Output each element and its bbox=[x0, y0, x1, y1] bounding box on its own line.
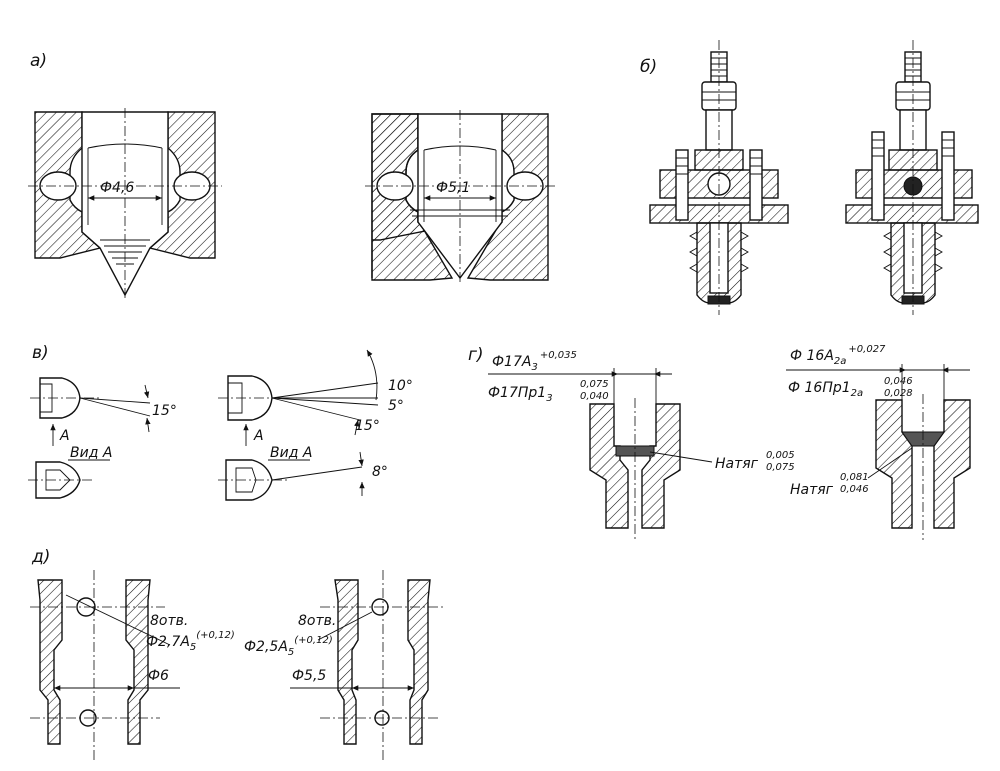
angle-label-right-1: 10° bbox=[388, 378, 413, 394]
fit-spec-right-top: Ф 16А2а+0,027 bbox=[790, 344, 886, 367]
view-angle-label-right: 8° bbox=[372, 464, 388, 480]
spray-tip-left: 15° А Вид А bbox=[28, 377, 177, 499]
fit-label-left: Натяг bbox=[715, 456, 759, 472]
view-label-right: Вид А bbox=[270, 445, 312, 461]
panel-label-g: г) bbox=[468, 345, 484, 365]
panel-d: д) 8отв. Ф2,7А5(+0,12) Ф6 bbox=[30, 547, 445, 760]
fit-interference-right-lower: 0,046 bbox=[840, 484, 869, 495]
injector-assembly-left bbox=[649, 40, 789, 315]
fit-spec-left-second: Ф17Пр13 bbox=[488, 385, 553, 404]
sleeve-section-right: 8отв. Ф2,5А5(+0,12) Ф5,5 bbox=[244, 570, 445, 760]
panel-label-b: б) bbox=[640, 57, 657, 77]
fit-tol-right-lower: 0,028 bbox=[884, 388, 913, 399]
sleeve-section-left: 8отв. Ф2,7А5(+0,12) Ф6 bbox=[30, 570, 235, 760]
fitted-part-right: Натяг 0,081 0,046 bbox=[790, 394, 971, 540]
nozzle-section-left: Ф4,6 bbox=[28, 108, 222, 300]
holes-label-right: 8отв. bbox=[298, 613, 336, 629]
angle-label-right-2: 5° bbox=[388, 398, 404, 414]
fit-interference-left-lower: 0,075 bbox=[766, 462, 795, 473]
bore-dimension-left: Ф6 bbox=[148, 668, 169, 684]
angle-label-left: 15° bbox=[152, 403, 177, 419]
fit-interference-right-upper: 0,081 bbox=[840, 472, 869, 483]
nozzle-section-right: Ф5,1 bbox=[365, 110, 555, 285]
panel-b: б) bbox=[640, 40, 979, 315]
fit-interference-left-upper: 0,005 bbox=[766, 450, 795, 461]
hole-dimension-left: Ф2,7А5(+0,12) bbox=[146, 630, 235, 653]
panel-g: г) Ф17А3+0,035 Ф17Пр13 0,075 0,040 Натяг… bbox=[468, 344, 971, 540]
panel-v: в) 15° А Вид А bbox=[28, 343, 413, 501]
panel-label-d: д) bbox=[31, 547, 50, 567]
holes-label-left: 8отв. bbox=[150, 613, 188, 629]
view-label-left: Вид А bbox=[70, 445, 112, 461]
panel-label-a: а) bbox=[30, 51, 47, 71]
dimension-label-left: Ф4,6 bbox=[100, 180, 134, 196]
panel-a: а) Ф4,6 bbox=[28, 51, 555, 300]
dimension-label-right: Ф5,1 bbox=[436, 180, 470, 196]
hole-dimension-right: Ф2,5А5(+0,12) bbox=[244, 635, 333, 658]
fitted-part-left: Натяг 0,005 0,075 bbox=[589, 398, 795, 540]
angle-label-right-3: 15° bbox=[355, 418, 380, 434]
fit-tol-left-upper: 0,075 bbox=[580, 379, 609, 390]
fit-tol-right-upper: 0,046 bbox=[884, 376, 913, 387]
spray-tip-right: 10° 5° 15° А Вид А 8° bbox=[218, 349, 413, 501]
fit-spec-left-top: Ф17А3+0,035 bbox=[492, 350, 577, 373]
view-arrow-label-left: А bbox=[59, 428, 70, 444]
fit-spec-right-second: Ф 16Пр12а bbox=[788, 380, 863, 399]
bore-dimension-right: Ф5,5 bbox=[292, 668, 326, 684]
fit-label-right: Натяг bbox=[790, 482, 834, 498]
panel-label-v: в) bbox=[32, 343, 49, 363]
view-arrow-label-right: А bbox=[253, 428, 264, 444]
fit-tol-left-lower: 0,040 bbox=[580, 391, 609, 402]
injector-assembly-right bbox=[845, 40, 979, 315]
